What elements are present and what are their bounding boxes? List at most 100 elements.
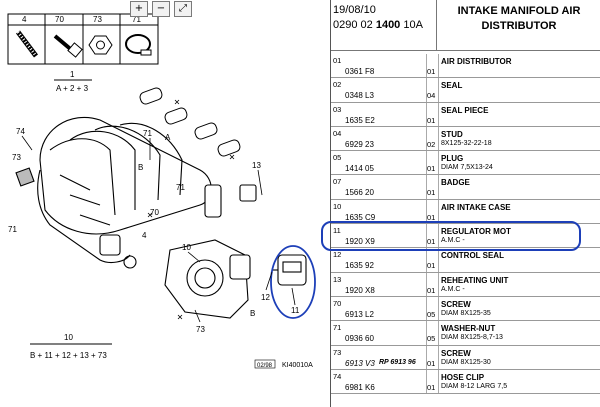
part-name: PLUG	[441, 154, 464, 164]
zoom-fit-icon[interactable]: ⤢	[174, 1, 192, 17]
part-quantity: 01	[427, 358, 436, 368]
exploded-diagram: 4 70 73 71 1 A + 2 + 3	[7, 1, 316, 369]
part-description: DIAM 8X125-30	[441, 358, 491, 366]
part-index: 74	[333, 371, 342, 381]
part-code: 6929 23	[345, 139, 374, 149]
part-quantity: 01	[427, 212, 436, 222]
group-top-number: 1	[70, 70, 75, 79]
stud-icon	[16, 30, 38, 58]
manifold-body	[15, 116, 212, 269]
group-bottom-number: 10	[64, 333, 73, 342]
callout-73b: 73	[196, 325, 205, 334]
part-code: 1635 C9	[345, 212, 376, 222]
regulator-motor-icon	[272, 254, 307, 286]
part-name: BADGE	[441, 178, 470, 188]
part-name: HOSE CLIP	[441, 372, 485, 382]
part-code: 6981 K6	[345, 382, 375, 392]
part-name: AIR INTAKE CASE	[441, 202, 511, 212]
part-description: DIAM 8X125-35	[441, 309, 491, 317]
group-top-formula: A + 2 + 3	[56, 84, 89, 93]
part-index: 07	[333, 177, 342, 187]
part-name: REHEATING UNIT	[441, 275, 509, 285]
callout-71b: 71	[8, 225, 17, 234]
part-description: DIAM 7,5X13-24	[441, 164, 493, 172]
callout-10: 10	[182, 243, 191, 252]
part-description: DIAM 8-12 LARG 7,5	[441, 382, 508, 390]
part-quantity: 01	[427, 382, 436, 392]
callout-11: 11	[291, 306, 300, 315]
zoom-toolbar: + − ⤢	[130, 1, 192, 17]
part-description: A.M.C -	[441, 285, 465, 293]
header-reference: 0290 02 1400 10A	[333, 19, 423, 31]
part-quantity: 05	[427, 309, 436, 319]
part-quantity: 05	[427, 334, 436, 344]
screw-icon	[53, 34, 83, 58]
part-name: SCREW	[441, 348, 471, 358]
part-index: 13	[333, 274, 342, 284]
part-name: CONTROL SEAL	[441, 251, 504, 261]
part-code: 1920 X9	[345, 237, 375, 247]
header-title: INTAKE MANIFOLD AIR DISTRIBUTOR	[457, 5, 581, 32]
part-index: 73	[333, 347, 342, 357]
regulator-highlight-ring	[270, 245, 316, 319]
hose-clip-icon	[125, 34, 152, 56]
part-name: SEAL	[441, 81, 463, 91]
image-code: KI40010A	[282, 362, 313, 369]
part-name: WASHER-NUT	[441, 324, 496, 334]
callout-A: A	[165, 133, 171, 142]
part-index: 03	[333, 104, 342, 114]
stamp-code: 02/98	[257, 363, 273, 369]
callout-4: 4	[142, 231, 147, 240]
part-code: 1414 05	[345, 164, 374, 174]
part-name: SEAL PIECE	[441, 105, 489, 115]
part-name: AIR DISTRIBUTOR	[441, 57, 512, 66]
box-label-73: 73	[93, 15, 102, 24]
box-label-4: 4	[22, 15, 27, 24]
part-index: 11	[333, 226, 341, 236]
part-index: 05	[333, 153, 342, 163]
part-quantity: 01	[427, 164, 436, 174]
callout-74: 74	[16, 127, 25, 136]
part-code: 6913 L2	[345, 309, 374, 319]
part-code: 1635 92	[345, 261, 374, 271]
part-index: 02	[333, 80, 342, 90]
part-quantity: 01	[427, 261, 436, 271]
callout-B: B	[250, 309, 255, 318]
zoom-in-icon[interactable]: +	[130, 1, 148, 17]
zoom-out-icon[interactable]: −	[152, 1, 170, 17]
callout-70: 70	[150, 208, 159, 217]
parts-header: 19/08/10 0290 02 1400 10A INTAKE MANIFOL…	[331, 0, 600, 51]
box-label-71: 71	[132, 15, 141, 24]
part-index: 71	[333, 323, 342, 333]
part-code: 0936 60	[345, 334, 374, 344]
part-index: 10	[333, 201, 342, 211]
box-label-70: 70	[55, 15, 64, 24]
part-name: REGULATOR MOT	[441, 227, 511, 237]
part-description: 8X125-32-22-18	[441, 139, 492, 147]
part-quantity: 01	[427, 115, 436, 125]
part-quantity: 04	[427, 91, 436, 101]
washer-nut-icon	[88, 35, 113, 55]
part-index: 12	[333, 250, 342, 260]
part-description: A.M.C -	[441, 237, 465, 245]
part-quantity: 01	[427, 285, 436, 295]
callout-73: 73	[12, 153, 21, 162]
part-code: 6913 V3	[345, 358, 375, 368]
group-bottom-formula: B + 11 + 12 + 13 + 73	[30, 351, 107, 360]
diagram-drawing: 4 70 73 71 1 A + 2 + 3	[7, 13, 316, 369]
